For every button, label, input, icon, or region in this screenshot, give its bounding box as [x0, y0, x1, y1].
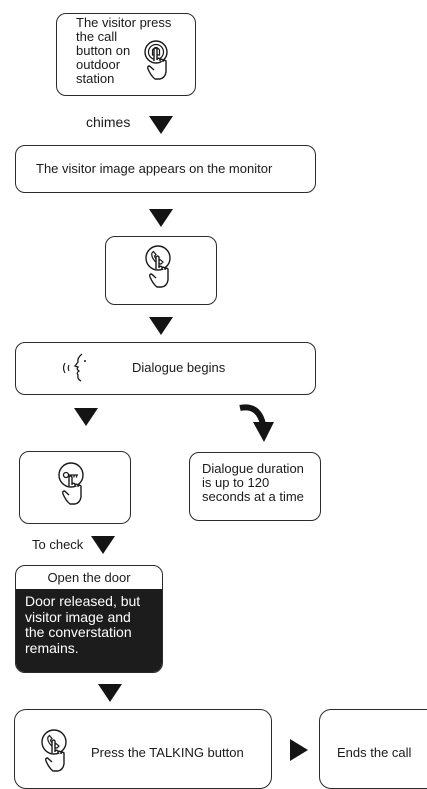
- dialogue-duration-text: Dialogue duration is up to 120 seconds a…: [202, 461, 304, 504]
- chimes-label: chimes: [86, 114, 131, 130]
- arrow-down-4: [74, 408, 98, 426]
- image-appears-box: [15, 145, 316, 193]
- image-appears-text: The visitor image appears on the monitor: [36, 161, 273, 176]
- visitor-press-box: [56, 13, 196, 96]
- arrow-down-2: [149, 209, 173, 227]
- dialogue-begins-box: [15, 342, 316, 395]
- arrow-down-5: [91, 536, 115, 554]
- arrow-down-3: [149, 317, 173, 335]
- bell-press-icon: [144, 40, 168, 80]
- press-talking-box: [14, 709, 272, 789]
- phone-press-icon-2: [41, 729, 67, 772]
- open-door-box: Open the door Door released, but visitor…: [15, 565, 163, 673]
- open-door-header: Open the door: [47, 570, 131, 585]
- speaking-face-icon: [62, 353, 86, 382]
- press-talking-text: Press the TALKING button: [91, 745, 244, 760]
- visitor-press-text: The visitor press the call button on out…: [76, 15, 172, 86]
- ends-call-box: [319, 709, 427, 789]
- curved-arrow: [239, 404, 274, 442]
- phone-press-icon: [145, 245, 171, 288]
- key-press-icon: [58, 462, 84, 505]
- arrow-down-6: [98, 684, 122, 702]
- door-released-text: Door released, but visitor image and the…: [25, 593, 141, 656]
- dialogue-begins-text: Dialogue begins: [132, 360, 226, 375]
- to-check-label: To check: [32, 537, 84, 552]
- arrow-right: [290, 739, 308, 761]
- phone-press-box: [105, 236, 217, 305]
- arrow-down-1: [149, 116, 173, 134]
- door-released-panel: Door released, but visitor image and the…: [16, 589, 162, 672]
- ends-call-text: Ends the call: [337, 745, 412, 760]
- dialogue-duration-box: [189, 452, 321, 521]
